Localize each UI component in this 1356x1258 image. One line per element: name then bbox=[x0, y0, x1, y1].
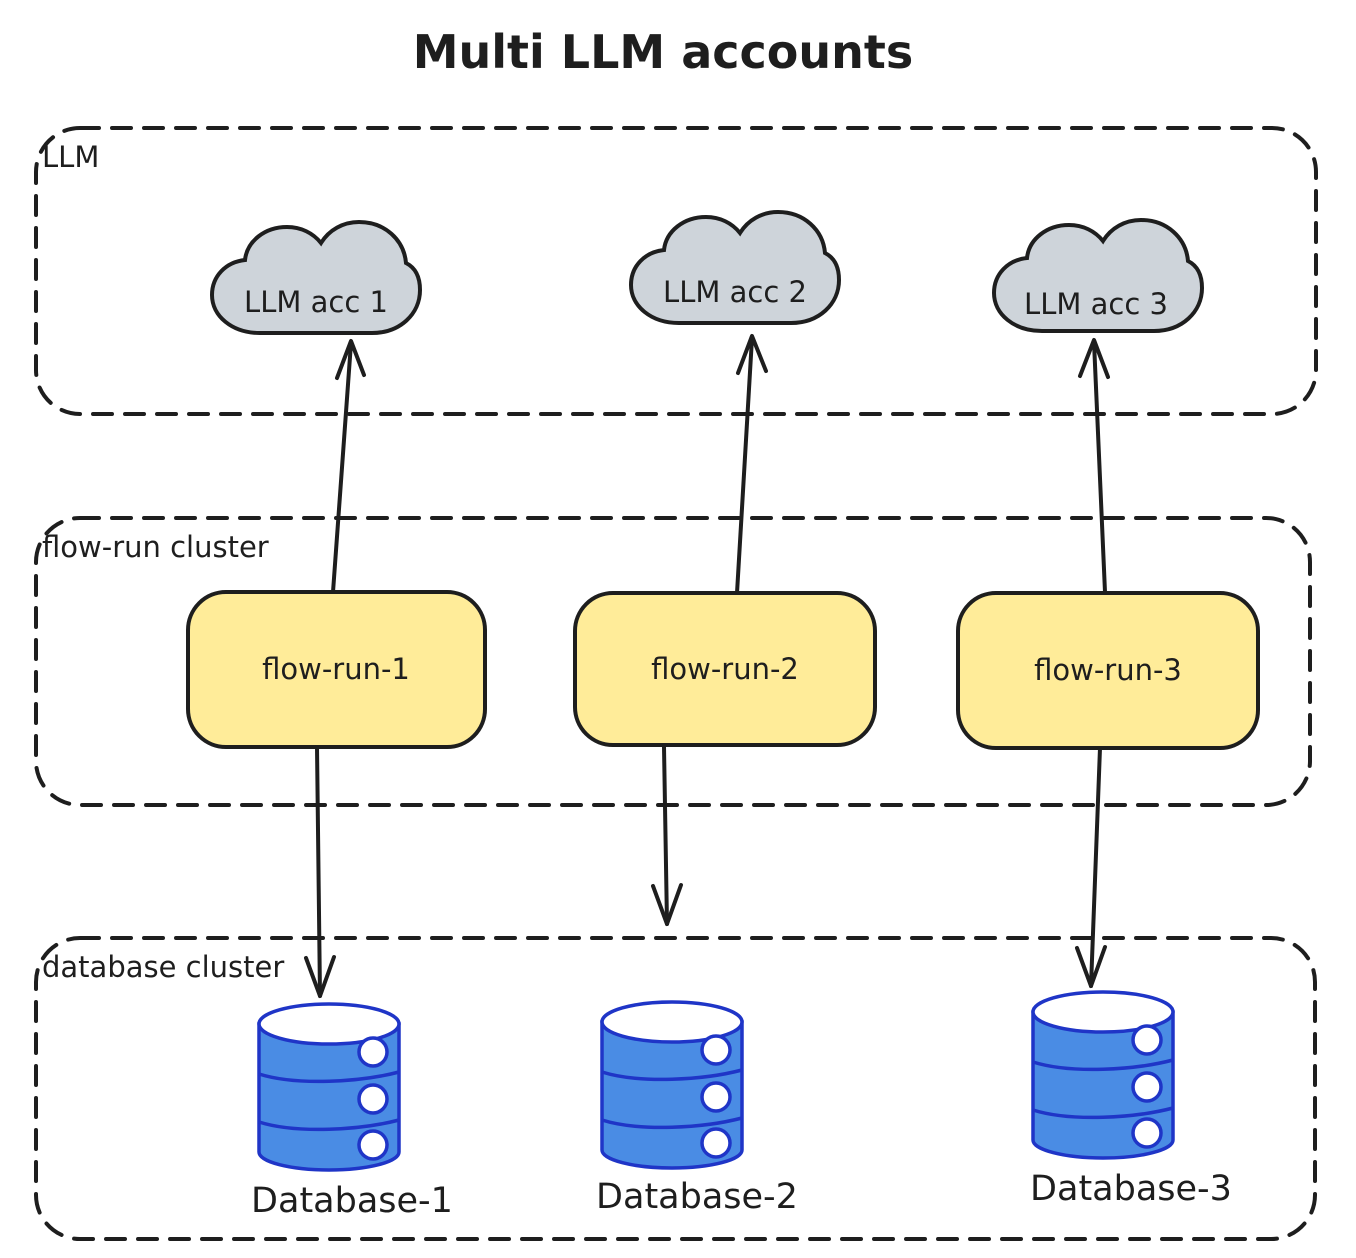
arrow-flow-run-3-to-llm-acc-3 bbox=[1078, 338, 1110, 594]
llm-cloud-3: LLM acc 3 bbox=[992, 218, 1204, 333]
flow-run-3-label: flow-run-3 bbox=[1034, 653, 1182, 687]
llm-cloud-1: LLM acc 1 bbox=[210, 220, 422, 335]
flow-run-1-box bbox=[186, 590, 487, 749]
arrow-flow-run-2-to-llm-acc-2 bbox=[735, 334, 768, 595]
database-cluster-box bbox=[34, 936, 1317, 1241]
diagram-title: Multi LLM accounts bbox=[413, 25, 914, 79]
arrow-flow-run-3-to-database-3 bbox=[1075, 746, 1107, 988]
llm-cluster-box bbox=[34, 126, 1318, 416]
database-icon bbox=[600, 1000, 744, 1170]
database-3-node bbox=[1031, 990, 1175, 1160]
llm-acc-2-label: LLM acc 2 bbox=[663, 275, 807, 309]
flow-run-cluster-label: flow-run cluster bbox=[42, 530, 269, 564]
database-1-label: Database-1 bbox=[251, 1181, 453, 1221]
arrow-flow-run-1-to-database-1 bbox=[304, 745, 336, 998]
database-icon bbox=[257, 1002, 401, 1172]
llm-cluster-label: LLM bbox=[42, 140, 99, 174]
flow-run-1-node: flow-run-1 bbox=[186, 590, 487, 749]
arrow-flow-run-2-to-database-2 bbox=[651, 745, 683, 926]
database-3-label: Database-3 bbox=[1030, 1169, 1232, 1209]
llm-acc-3-label: LLM acc 3 bbox=[1024, 287, 1168, 321]
database-icon bbox=[1031, 990, 1175, 1160]
flow-run-3-box bbox=[956, 591, 1260, 750]
llm-acc-1-label: LLM acc 1 bbox=[244, 285, 388, 319]
flow-run-2-box bbox=[573, 591, 877, 747]
database-1-node bbox=[257, 1002, 401, 1172]
llm-cloud-2: LLM acc 2 bbox=[629, 210, 841, 325]
database-2-node bbox=[600, 1000, 744, 1170]
database-cluster-label: database cluster bbox=[42, 950, 284, 984]
database-2-label: Database-2 bbox=[596, 1177, 798, 1217]
flow-run-cluster-box bbox=[34, 516, 1312, 807]
flow-run-3-node: flow-run-3 bbox=[956, 591, 1260, 750]
arrow-flow-run-1-to-llm-acc-1 bbox=[331, 339, 366, 594]
flow-run-2-node: flow-run-2 bbox=[573, 591, 877, 747]
flow-run-2-label: flow-run-2 bbox=[651, 652, 799, 686]
flow-run-1-label: flow-run-1 bbox=[262, 652, 410, 686]
